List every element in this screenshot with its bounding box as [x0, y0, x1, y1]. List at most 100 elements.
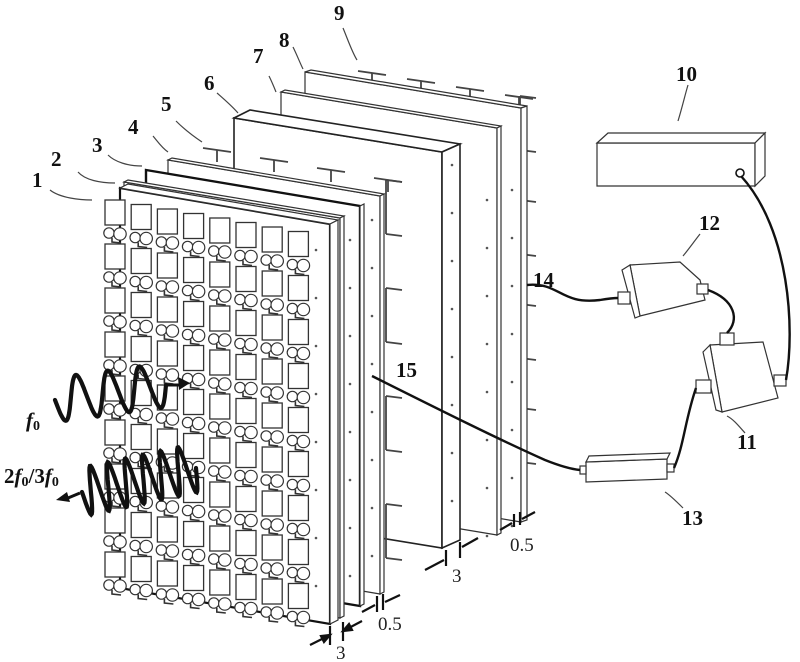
callout-4: 4: [128, 115, 139, 139]
via-dot: [485, 294, 489, 298]
via-dot: [314, 584, 318, 588]
incident-wave-label: f0: [26, 408, 40, 434]
callout-14: 14: [533, 268, 555, 292]
reflected-wave: [56, 444, 200, 518]
via-dot: [370, 314, 374, 318]
dimension-marks: [309, 511, 536, 646]
unit-cell: [181, 344, 206, 390]
cable-14: [526, 283, 619, 302]
component-12-module: [617, 261, 709, 319]
unit-cell: [260, 358, 284, 403]
unit-cell: [260, 534, 284, 579]
via-dot: [510, 476, 514, 480]
unit-cell: [181, 300, 206, 346]
dimension-label-2: 0.5: [378, 614, 402, 635]
via-dot: [510, 188, 514, 192]
unit-cell: [208, 481, 232, 526]
via-dot: [510, 380, 514, 384]
unit-cell: [129, 335, 153, 381]
unit-cell: [260, 314, 284, 359]
via-dot: [485, 390, 489, 394]
unit-cell: [129, 291, 153, 337]
callout-10: 10: [676, 62, 697, 86]
unit-cell: [286, 538, 311, 584]
dimension-label-3: 3: [452, 566, 462, 587]
callout-8: 8: [279, 28, 290, 52]
via-dot: [510, 332, 514, 336]
unit-cell: [260, 490, 284, 535]
unit-cell: [208, 349, 232, 394]
via-dot: [348, 430, 352, 434]
via-dot: [370, 266, 374, 270]
via-dot: [510, 524, 514, 528]
via-dot: [450, 211, 454, 215]
callout-12: 12: [699, 211, 720, 235]
via-dot: [485, 438, 489, 442]
unit-cell: [208, 305, 232, 350]
via-dot: [450, 355, 454, 359]
via-dot: [314, 248, 318, 252]
via-dot: [314, 344, 318, 348]
unit-cell: [286, 230, 311, 276]
dimension-label-4: 0.5: [510, 535, 534, 556]
unit-cell: [234, 397, 258, 443]
unit-cell: [286, 582, 311, 628]
unit-cell-array: [103, 199, 311, 628]
unit-cell: [234, 353, 258, 399]
unit-cell: [286, 274, 311, 320]
unit-cell: [181, 520, 206, 566]
unit-cell: [155, 560, 180, 605]
unit-cell: [103, 419, 127, 464]
callout-9: 9: [334, 1, 345, 25]
cable-11-to-13: [672, 387, 698, 469]
via-dot: [370, 458, 374, 462]
bias-line-vertical: [385, 395, 403, 453]
unit-cell: [155, 208, 180, 253]
callout-15: 15: [396, 358, 417, 382]
cable-15: [371, 374, 581, 472]
unit-cell: [129, 555, 153, 601]
unit-cell: [286, 406, 311, 452]
unit-cell: [234, 485, 258, 531]
via-dot: [348, 574, 352, 578]
component-13-connector: [579, 452, 675, 483]
via-dot: [485, 486, 489, 490]
via-dot: [348, 478, 352, 482]
via-dot: [370, 218, 374, 222]
unit-cell: [208, 569, 232, 614]
via-dot: [348, 382, 352, 386]
unit-cell: [181, 256, 206, 302]
via-dot: [314, 536, 318, 540]
unit-cell: [234, 441, 258, 487]
unit-cell: [286, 362, 311, 408]
bias-line-t: [316, 167, 346, 182]
bias-line-vertical: [385, 503, 403, 561]
via-dot: [450, 163, 454, 167]
cables: [371, 175, 791, 472]
unit-cell: [234, 529, 258, 575]
via-dot: [450, 451, 454, 455]
via-dot: [450, 403, 454, 407]
cable-12-to-11: [707, 288, 736, 334]
callout-11: 11: [737, 430, 757, 454]
unit-cell: [208, 217, 232, 262]
unit-cell: [234, 573, 258, 619]
via-dot: [510, 236, 514, 240]
unit-cell: [260, 578, 284, 623]
via-dot: [370, 554, 374, 558]
via-dot: [314, 488, 318, 492]
callout-3: 3: [92, 133, 103, 157]
reflected-wave-label: 2f0/3f0: [4, 464, 59, 490]
component-10-box: [595, 131, 767, 188]
callout-2: 2: [51, 147, 62, 171]
via-dots: [314, 163, 514, 588]
via-dot: [314, 440, 318, 444]
via-dot: [450, 499, 454, 503]
bias-line-vertical: [385, 179, 403, 237]
via-dot: [314, 392, 318, 396]
unit-cell: [181, 388, 206, 434]
unit-cell: [103, 507, 127, 552]
unit-cell: [260, 226, 284, 271]
component-11-combiner: [695, 332, 787, 413]
